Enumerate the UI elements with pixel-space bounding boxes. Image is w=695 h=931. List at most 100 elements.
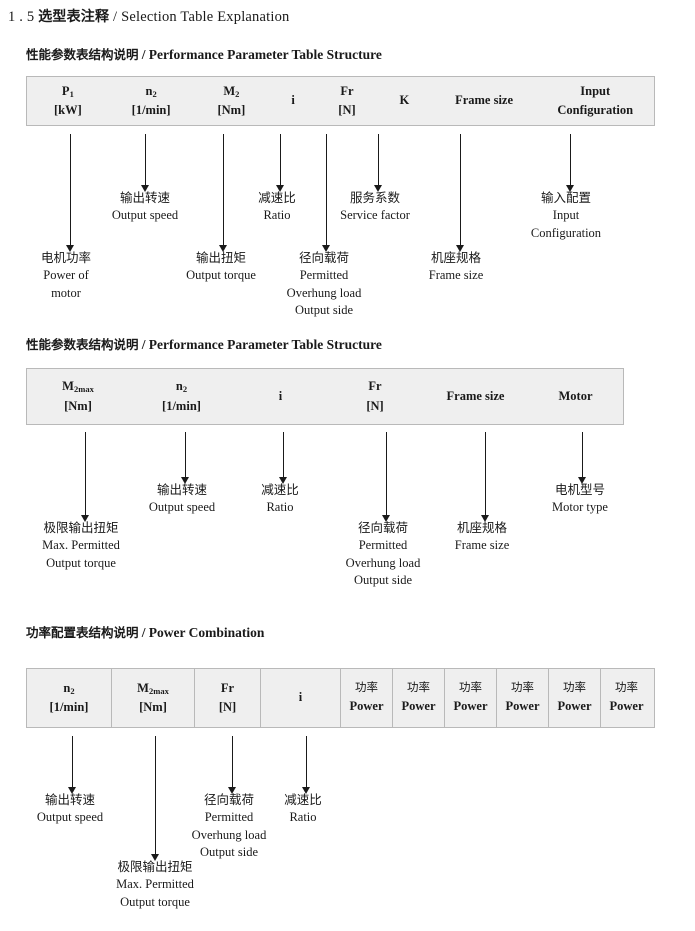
table2-col-n2-unit: [1/min]: [162, 398, 201, 413]
table3-col-n2-symbol: n2: [63, 680, 75, 696]
table3-col-fr: Fr [N]: [194, 669, 260, 727]
table2-col-n2-symbol: n2: [175, 379, 188, 395]
caption-output-speed-3: 输出转速 Output speed: [37, 791, 103, 827]
arrow-to-motor-type: [578, 432, 587, 484]
performance-parameter-table-1: P1 [kW] n2 [1/min] M2 [Nm] i Fr [N] K Fr…: [26, 76, 655, 126]
caption-permitted-overhung-load-2-en-2: Overhung load: [345, 555, 421, 570]
arrow-to-permitted-overhung-load-2: [382, 432, 391, 522]
table3-col-n2-unit: [1/min]: [49, 700, 89, 714]
arrow-to-frame-size: [456, 134, 465, 252]
table3-col-fr-symbol: Fr: [220, 680, 235, 695]
arrow-to-ratio-3: [302, 736, 311, 794]
caption-frame-size: 机座规格 Frame size: [429, 249, 484, 285]
arrow-to-frame-size-2: [481, 432, 490, 522]
caption-max-permitted-output-torque-3-en-2: Output torque: [120, 894, 190, 909]
table3-col-power-5: 功率 Power: [548, 669, 600, 727]
table2-col-fr-unit: [N]: [366, 398, 384, 413]
table2-col-motor-label: Motor: [558, 388, 593, 403]
table1-col-frame-size-label: Frame size: [455, 93, 514, 108]
section-1-heading-en: Performance Parameter Table Structure: [148, 47, 382, 62]
power-combination-table: n2 [1/min] M2max [Nm] Fr [N] i 功率 Power …: [26, 668, 655, 728]
table3-col-m2max-symbol: M2max: [137, 680, 169, 696]
caption-permitted-overhung-load: 径向载荷 Permitted Overhung load Output side: [287, 249, 362, 320]
table3-col-power-3: 功率 Power: [444, 669, 496, 727]
section-3-heading-sep: /: [141, 625, 146, 640]
caption-permitted-overhung-load-3: 径向载荷 Permitted Overhung load Output side: [192, 791, 267, 862]
caption-ratio: 减速比 Ratio: [258, 189, 296, 225]
caption-ratio-en-1: Ratio: [263, 207, 291, 222]
table3-col-power-2-cn: 功率: [407, 680, 430, 695]
caption-max-permitted-output-torque-en-1: Max. Permitted: [42, 537, 120, 552]
arrow-to-ratio-2: [279, 432, 288, 484]
table3-col-power-2-en: Power: [401, 699, 436, 714]
table2-col-frame-size: Frame size: [423, 369, 528, 424]
table1-col-p1-unit: [kW]: [53, 103, 82, 117]
table3-col-power-1-en: Power: [349, 699, 384, 714]
arrow-to-output-speed-3: [68, 736, 77, 794]
arrow-to-permitted-overhung-load: [322, 134, 331, 252]
caption-permitted-overhung-load-cn: 径向载荷: [298, 250, 350, 265]
caption-ratio-cn: 减速比: [258, 190, 296, 205]
caption-power-of-motor-en-2: motor: [51, 285, 81, 300]
table3-col-power-4: 功率 Power: [496, 669, 548, 727]
caption-ratio-3-en-1: Ratio: [289, 809, 317, 824]
performance-parameter-table-2: M2max [Nm] n2 [1/min] i Fr [N] Frame siz…: [26, 368, 624, 425]
caption-ratio-2-en-1: Ratio: [266, 499, 294, 514]
caption-input-configuration-cn: 输入配置: [540, 190, 592, 205]
arrow-to-input-configuration: [566, 134, 575, 192]
caption-permitted-overhung-load-2-en-1: Permitted: [358, 537, 408, 552]
caption-permitted-overhung-load-2: 径向载荷 Permitted Overhung load Output side: [346, 519, 421, 590]
caption-frame-size-cn: 机座规格: [430, 250, 481, 265]
table1-col-n2-symbol: n2: [145, 83, 157, 99]
section-1-heading-sep: /: [141, 47, 146, 62]
caption-input-configuration: 输入配置 Input Configuration: [531, 189, 601, 242]
caption-output-speed-cn: 输出转速: [119, 190, 170, 205]
section-3-heading: 功率配置表结构说明 / Power Combination: [26, 622, 264, 641]
section-3-heading-en: Power Combination: [148, 625, 265, 640]
table1-col-fr: Fr [N]: [317, 77, 377, 125]
section-2-heading-cn: 性能参数表结构说明: [26, 337, 139, 352]
caption-output-speed: 输出转速 Output speed: [112, 189, 178, 225]
caption-permitted-overhung-load-2-en-3: Output side: [354, 573, 412, 588]
caption-output-speed-2-cn: 输出转速: [156, 482, 207, 497]
table1-col-i: i: [269, 77, 317, 125]
table3-col-power-5-en: Power: [557, 699, 592, 714]
table3-col-n2: n2 [1/min]: [27, 669, 111, 727]
table3-col-power-1: 功率 Power: [340, 669, 392, 727]
table3-col-m2max-unit: [Nm]: [139, 700, 167, 714]
caption-output-speed-3-en-1: Output speed: [36, 809, 104, 824]
table1-col-n2: n2 [1/min]: [109, 77, 194, 125]
arrow-to-service-factor: [374, 134, 383, 192]
section-2-heading: 性能参数表结构说明 / Performance Parameter Table …: [26, 334, 382, 353]
arrow-to-output-torque: [219, 134, 228, 252]
caption-motor-type-en-1: Motor type: [552, 499, 608, 514]
table3-col-fr-unit: [N]: [218, 700, 237, 714]
table1-col-p1: P1 [kW]: [27, 77, 109, 125]
section-1-heading: 性能参数表结构说明 / Performance Parameter Table …: [26, 44, 382, 63]
table3-col-power-3-cn: 功率: [459, 680, 482, 695]
table1-col-input-configuration-line1: Input: [580, 83, 611, 98]
caption-input-configuration-en-1: Input: [552, 207, 580, 222]
table1-col-i-symbol: i: [291, 93, 295, 108]
caption-power-of-motor-cn: 电机功率: [40, 250, 92, 265]
caption-service-factor-en-1: Service factor: [340, 207, 410, 222]
table1-col-frame-size: Frame size: [432, 77, 537, 125]
caption-permitted-overhung-load-en-2: Overhung load: [286, 285, 362, 300]
caption-ratio-2-cn: 减速比: [261, 482, 299, 497]
caption-ratio-3: 减速比 Ratio: [284, 791, 322, 827]
page-title-cn: 选型表注释: [38, 9, 110, 25]
arrow-to-ratio: [276, 134, 285, 192]
caption-input-configuration-en-2: Configuration: [530, 225, 602, 240]
table3-col-power-4-cn: 功率: [511, 680, 534, 695]
table2-col-frame-size-label: Frame size: [446, 388, 505, 403]
section-3-heading-cn: 功率配置表结构说明: [26, 625, 139, 640]
table1-col-input-configuration-line2: Configuration: [557, 103, 634, 117]
table3-col-power-6-cn: 功率: [615, 680, 638, 695]
section-2-heading-sep: /: [141, 337, 146, 352]
caption-permitted-overhung-load-3-en-1: Permitted: [204, 809, 254, 824]
caption-output-torque-cn: 输出扭矩: [195, 250, 247, 265]
table3-col-power-6-en: Power: [609, 699, 644, 714]
table1-col-k: K: [377, 77, 432, 125]
caption-service-factor-cn: 服务系数: [349, 190, 401, 205]
table2-col-m2max: M2max [Nm]: [27, 369, 129, 424]
